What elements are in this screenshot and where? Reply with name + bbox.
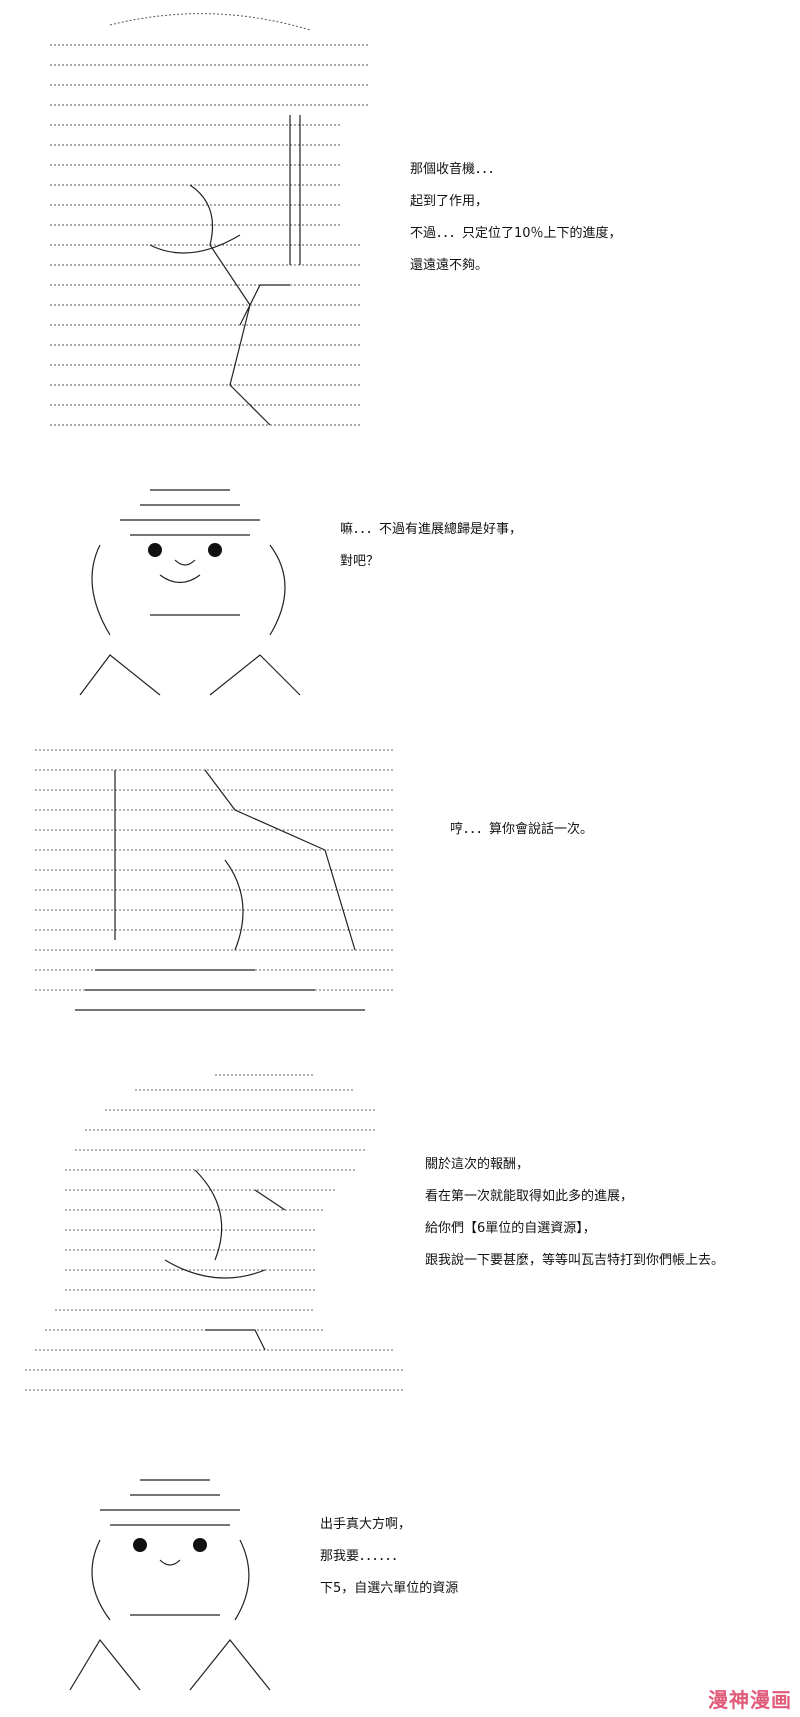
- watermark-logo: 漫神漫画: [708, 1688, 792, 1712]
- dialogue-panel-1: 那個收音機．．． 起到了作用， 不過．．．只定位了10％上下的進度， 還遠遠不夠…: [410, 160, 622, 288]
- dialogue-line: 起到了作用，: [410, 194, 489, 209]
- dialogue-line: 哼．．．算你會說話一次。: [450, 822, 594, 837]
- left-eye-icon: [148, 543, 162, 557]
- left-eye-icon: [133, 1538, 147, 1552]
- dialogue-panel-4: 關於這次的報酬， 看在第一次就能取得如此多的進展， 給你們【6單位的自選資源】，…: [425, 1155, 724, 1283]
- ascii-art-turned-figure: [25, 730, 400, 1030]
- dialogue-line: 跟我說一下要甚麼，等等叫瓦吉特打到你們帳上去。: [425, 1253, 725, 1268]
- ascii-art-girl-long-hair-drawing: [50, 13, 370, 426]
- panel-5: 出手真大方啊， 那我要．．．．．． 下5，自選六單位的資源: [0, 1460, 800, 1717]
- right-eye-icon: [193, 1538, 207, 1552]
- dialogue-line: 對吧？: [340, 554, 380, 569]
- panel-1: 那個收音機．．． 起到了作用， 不過．．．只定位了10％上下的進度， 還遠遠不夠…: [0, 0, 800, 440]
- dialogue-line: 那個收音機．．．: [410, 162, 502, 177]
- panel-4: 關於這次的報酬， 看在第一次就能取得如此多的進展， 給你們【6單位的自選資源】，…: [0, 1060, 800, 1450]
- ascii-art-turned-figure-drawing: [35, 749, 395, 1011]
- right-eye-icon: [208, 543, 222, 557]
- ascii-art-hat-character: [40, 465, 320, 705]
- dialogue-panel-2: 嘛．．．不過有進展總歸是好事， 對吧？: [340, 520, 522, 584]
- dialogue-line: 還遠遠不夠。: [410, 258, 489, 273]
- dialogue-line: 不過．．．只定位了10％上下的進度，: [410, 226, 622, 241]
- panel-2: 嘛．．．不過有進展總歸是好事， 對吧？: [0, 460, 800, 720]
- dialogue-panel-5: 出手真大方啊， 那我要．．．．．． 下5，自選六單位的資源: [320, 1515, 458, 1611]
- ascii-art-hat-character-drawing: [79, 489, 301, 696]
- dialogue-line: 關於這次的報酬，: [425, 1157, 530, 1172]
- dialogue-line: 嘛．．．不過有進展總歸是好事，: [340, 522, 523, 537]
- dialogue-panel-3: 哼．．．算你會說話一次。: [450, 820, 593, 852]
- ascii-art-boy-with-hat-drawing: [25, 1074, 405, 1391]
- ascii-art-hat-character-happy-drawing: [69, 1479, 271, 1691]
- ascii-art-hat-character-happy: [40, 1460, 290, 1700]
- dialogue-line: 出手真大方啊，: [320, 1517, 412, 1532]
- dialogue-line: 看在第一次就能取得如此多的進展，: [425, 1189, 634, 1204]
- ascii-art-girl-long-hair: [40, 5, 380, 435]
- dialogue-line: 給你們【6單位的自選資源】，: [425, 1221, 596, 1236]
- panel-3: 哼．．．算你會說話一次。: [0, 720, 800, 1050]
- dialogue-line: 那我要．．．．．．: [320, 1549, 405, 1564]
- ascii-art-boy-with-hat: [15, 1060, 410, 1430]
- dialogue-line: 下5，自選六單位的資源: [320, 1581, 459, 1596]
